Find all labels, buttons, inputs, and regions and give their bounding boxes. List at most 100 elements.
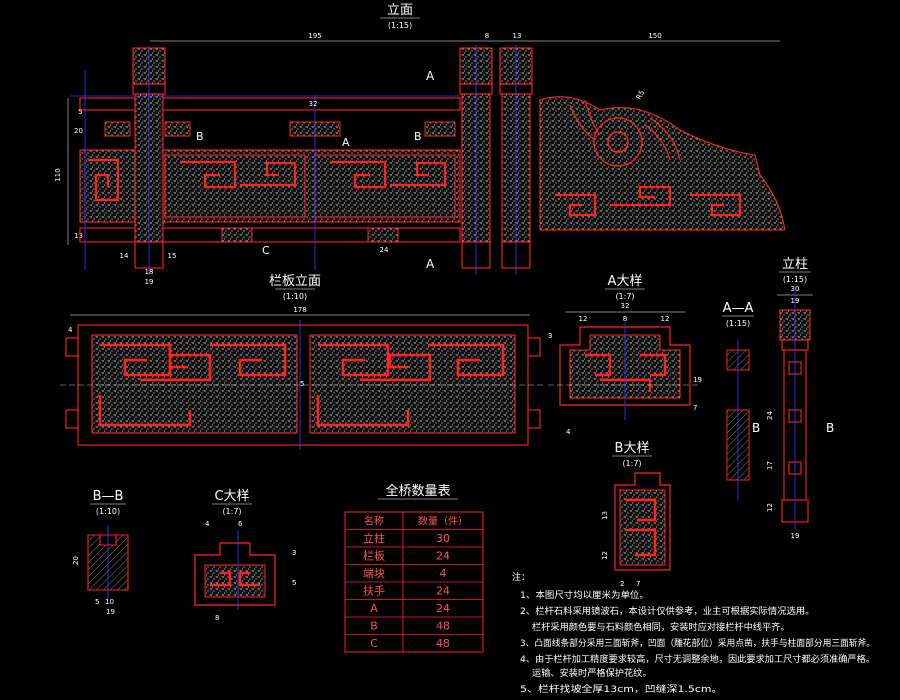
dim-bb-20: 20 (72, 556, 80, 565)
post-scale: (1:15) (783, 275, 807, 284)
marker-b-left: B (196, 130, 204, 143)
table-header-cell: 名称 (364, 514, 384, 527)
table-cell: 端块 (363, 567, 385, 580)
dim-panel-5: 5 (300, 380, 304, 388)
note-line: 4、由于栏杆加工精度要求较高，尺寸无调整余地，因此要求加工尺寸都必须准确严格。 (520, 653, 875, 665)
dim-14: 14 (120, 252, 129, 260)
table-cell: 栏板 (363, 549, 385, 563)
table-cell: C (370, 637, 378, 650)
dim-15: 15 (168, 252, 177, 260)
dim-post-12: 12 (766, 503, 774, 512)
dim-110: 110 (54, 168, 62, 181)
note-line: 运输、安装时严格保护花纹。 (532, 667, 652, 679)
table-title: 全桥数量表 (385, 483, 450, 499)
dim-24: 24 (380, 246, 389, 254)
dim-a-32: 32 (621, 302, 630, 310)
section-bb-title: B—B (93, 489, 124, 504)
dim-bb-19: 19 (106, 608, 115, 616)
post-view: 立柱 (1:15) 30 19 B 24 17 12 19 (766, 257, 834, 540)
notes: 注： 1、本图尺寸均以厘米为单位。 2、栏杆石料采用镜波石，本设计仅供参考，业主可… (512, 571, 875, 695)
dim-c-5: 5 (292, 579, 296, 587)
dim-19: 19 (145, 278, 154, 286)
detail-b-view: B大样 (1:7) 13 12 7 2 (601, 441, 671, 588)
dim-a-12-left: 12 (579, 315, 588, 323)
table-header-cell: 数量（件） (418, 514, 468, 527)
dim-bb-5: 5 (95, 598, 99, 606)
dim-post-30: 30 (791, 285, 800, 293)
dim-32: 32 (309, 100, 318, 108)
marker-c: C (262, 244, 270, 257)
detail-a-scale: (1:7) (615, 292, 634, 301)
section-marker-b-right: B (826, 421, 834, 435)
dim-b-2: 2 (620, 580, 624, 588)
section-aa-title: A—A (723, 301, 754, 316)
dim-panel-4: 4 (68, 326, 73, 334)
table-cell: A (370, 602, 378, 615)
elevation-view: 立面 (1:15) 195 8 13 150 110 5 20 13 (54, 3, 786, 286)
detail-a-view: A大样 (1:7) 32 12 8 12 3 19 7 4 (548, 274, 702, 436)
dim-c-3: 3 (292, 549, 296, 557)
detail-c-title: C大样 (214, 489, 249, 504)
table-cell: 48 (436, 637, 450, 650)
section-bb-view: B—B (1:10) 20 5 10 19 (72, 489, 129, 616)
dim-8: 8 (485, 32, 489, 40)
table-cell: 扶手 (363, 584, 385, 598)
detail-c-view: C大样 (1:7) 4 6 3 5 8 (194, 489, 296, 622)
section-aa-view: A—A (1:15) B (722, 301, 760, 500)
section-marker-a-top: A (426, 69, 435, 83)
dim-bb-10: 10 (105, 598, 114, 606)
dim-post-17: 17 (766, 461, 774, 470)
detail-a-title: A大样 (608, 274, 643, 289)
dim-13: 13 (513, 32, 522, 40)
dim-b-13: 13 (601, 511, 609, 520)
section-aa-scale: (1:15) (726, 319, 750, 328)
dim-b-12: 12 (601, 551, 609, 560)
dim-a-12-right: 12 (661, 315, 670, 323)
post-title: 立柱 (782, 257, 808, 272)
dim-178: 178 (293, 306, 306, 314)
detail-b-scale: (1:7) (622, 459, 641, 468)
elevation-scale: (1:15) (388, 21, 412, 30)
marker-a-mid: A (342, 136, 350, 149)
dim-a-19: 19 (693, 376, 702, 384)
notes-label: 注： (512, 571, 530, 583)
dim-150: 150 (648, 32, 661, 40)
dim-post-19-bottom: 19 (791, 532, 800, 540)
table-cell: 立柱 (363, 531, 385, 545)
dim-195: 195 (308, 32, 321, 40)
dim-18: 18 (145, 268, 154, 276)
dim-a-3: 3 (548, 332, 552, 340)
detail-c-scale: (1:7) (222, 507, 241, 516)
dim-20: 20 (74, 127, 83, 135)
section-marker-a-bottom: A (426, 257, 435, 271)
table-cell: 24 (436, 585, 450, 598)
section-marker-b-left: B (752, 421, 760, 435)
note-line: 5、栏杆找坡全厚13cm，凹缝深1.5cm。 (520, 683, 722, 695)
elevation-title: 立面 (387, 3, 413, 18)
dim-post-24: 24 (766, 411, 774, 420)
note-line: 3、凸面线条部分采用三面斩斧，凹面（雕花部位）采用点凿，扶手与柱面部分用三面斩斧… (520, 637, 875, 649)
dim-c-8: 8 (215, 614, 219, 622)
panel-scale: (1:10) (283, 292, 307, 301)
note-line: 栏杆采用颜色要与石料颜色相同，安装时应对接栏杆中线平齐。 (532, 621, 790, 633)
section-bb-scale: (1:10) (96, 507, 120, 516)
dim-c-6: 6 (238, 520, 243, 528)
panel-view: 栏板立面 (1:10) 178 4 5 (60, 274, 545, 450)
table-cell: 24 (436, 602, 450, 615)
dim-a-4: 4 (566, 428, 571, 436)
dim-c-4: 4 (205, 520, 210, 528)
detail-b-title: B大样 (615, 441, 650, 456)
marker-b-right: B (414, 130, 422, 143)
radius-dim: R5 (635, 89, 647, 101)
panel-title: 栏板立面 (269, 274, 321, 289)
table-cell: 4 (440, 567, 447, 580)
dim-a-7: 7 (693, 404, 697, 412)
dim-5: 5 (78, 108, 82, 116)
dim-13-left: 13 (74, 232, 83, 240)
table-cell: 30 (436, 532, 450, 545)
table-cell: B (370, 620, 378, 633)
note-line: 2、栏杆石料采用镜波石，本设计仅供参考，业主可根据实际情况选用。 (520, 605, 814, 617)
note-line: 1、本图尺寸均以厘米为单位。 (520, 589, 649, 601)
